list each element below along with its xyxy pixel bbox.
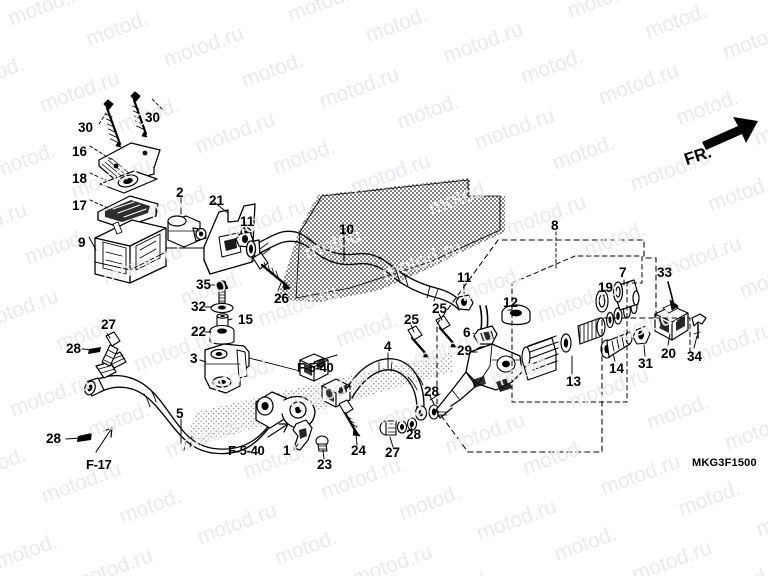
callout-12[interactable]: 12 xyxy=(503,295,519,310)
callout-21[interactable]: 21 xyxy=(209,193,225,208)
callout-28-b[interactable]: 28 xyxy=(46,431,62,446)
callout-24[interactable]: 24 xyxy=(351,443,367,458)
callout-30-a[interactable]: 30 xyxy=(78,120,94,135)
callout-4[interactable]: 4 xyxy=(384,339,392,354)
reference-label-f-5-40-left[interactable]: F-5-40 xyxy=(228,443,265,458)
callout-28-c[interactable]: 28 xyxy=(424,384,440,399)
callout-10[interactable]: 10 xyxy=(339,222,355,237)
callout-19[interactable]: 19 xyxy=(598,280,614,295)
callout-27-b[interactable]: 27 xyxy=(385,445,401,460)
callout-1[interactable]: 1 xyxy=(283,443,291,458)
callout-28-d[interactable]: 28 xyxy=(406,427,422,442)
callout-31[interactable]: 31 xyxy=(638,356,654,371)
callout-18[interactable]: 18 xyxy=(72,171,88,186)
fr-arrow-icon xyxy=(702,117,758,150)
reference-label-f-5-40-right[interactable]: F-5-40 xyxy=(297,360,334,375)
callout-27-a[interactable]: 27 xyxy=(101,317,117,332)
callout-35[interactable]: 35 xyxy=(196,277,212,292)
callout-20[interactable]: 20 xyxy=(661,346,677,361)
reference-label-f-17[interactable]: F-17 xyxy=(86,457,112,472)
callout-14[interactable]: 14 xyxy=(609,361,625,376)
callout-34[interactable]: 34 xyxy=(687,349,703,364)
callout-28-a[interactable]: 28 xyxy=(66,341,82,356)
callout-11-b[interactable]: 11 xyxy=(457,270,472,285)
callout-6[interactable]: 6 xyxy=(463,325,471,340)
callout-3[interactable]: 3 xyxy=(190,351,198,366)
callout-5[interactable]: 5 xyxy=(176,406,184,421)
callout-9[interactable]: 9 xyxy=(78,235,86,250)
callout-15[interactable]: 15 xyxy=(238,312,254,327)
callout-26[interactable]: 26 xyxy=(274,291,290,306)
callout-11-a[interactable]: 11 xyxy=(240,214,255,229)
callout-32[interactable]: 32 xyxy=(191,299,207,314)
callout-7[interactable]: 7 xyxy=(619,265,627,280)
callout-23[interactable]: 23 xyxy=(317,457,333,472)
callout-13[interactable]: 13 xyxy=(566,374,582,389)
callout-17[interactable]: 17 xyxy=(72,198,88,213)
callout-16[interactable]: 16 xyxy=(72,144,88,159)
callout-8[interactable]: 8 xyxy=(551,218,559,233)
callout-25-a[interactable]: 25 xyxy=(404,312,420,327)
callout-2[interactable]: 2 xyxy=(176,185,184,200)
callout-22[interactable]: 22 xyxy=(191,324,207,339)
callout-30-b[interactable]: 30 xyxy=(145,110,161,125)
callout-25-b[interactable]: 25 xyxy=(432,301,448,316)
diagram-part-code: MKG3F1500 xyxy=(692,457,757,469)
callout-29[interactable]: 29 xyxy=(457,343,473,358)
callout-33[interactable]: 33 xyxy=(657,265,673,280)
